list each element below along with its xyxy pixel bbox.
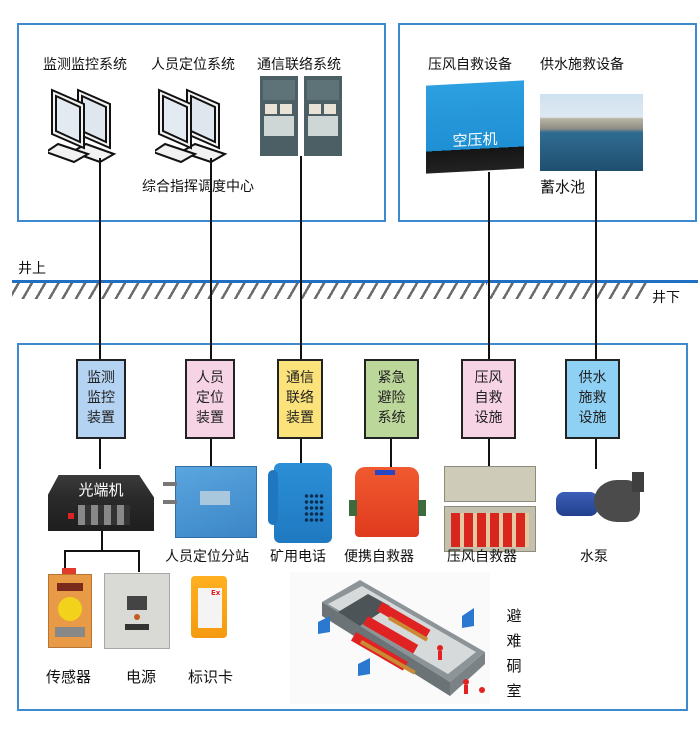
connector-positioning bbox=[210, 158, 212, 362]
cable-icon bbox=[163, 500, 177, 504]
connector-communication bbox=[300, 156, 302, 362]
sub-device-label-id-card: 标识卡 bbox=[188, 668, 234, 686]
optical-terminal-image: 光端机 bbox=[48, 475, 154, 531]
optical-terminal-label: 光端机 bbox=[78, 481, 124, 499]
connector bbox=[390, 439, 392, 469]
water-pump-image bbox=[548, 470, 648, 528]
system-label-monitoring: 监测监控系统 bbox=[43, 57, 127, 73]
equipment-title-water: 供水施救设备 bbox=[540, 57, 624, 73]
ground-hatching-right bbox=[486, 283, 648, 299]
connector bbox=[101, 531, 103, 551]
device-label-portable-rescuer: 便携自救器 bbox=[344, 549, 414, 565]
equipment-title-air: 压风自救设备 bbox=[428, 57, 512, 73]
ground-surface-line bbox=[12, 280, 698, 283]
positioning-substation-image bbox=[175, 466, 257, 538]
system-box-water-rescue: 供水 施救 设施 bbox=[565, 359, 620, 439]
reservoir-label: 蓄水池 bbox=[540, 178, 586, 196]
substation-plate bbox=[200, 491, 230, 505]
ground-hatching bbox=[12, 283, 486, 299]
connector bbox=[64, 550, 140, 552]
reservoir-image bbox=[540, 94, 643, 171]
server-rack-icon bbox=[260, 76, 342, 156]
id-card-image: Ex bbox=[191, 576, 227, 638]
refuge-chamber-label: 避 难 硐 室 bbox=[506, 607, 522, 700]
device-label-air-rescuer: 压风自救器 bbox=[447, 549, 517, 565]
sensor-image bbox=[48, 574, 92, 648]
sub-device-label-power: 电源 bbox=[126, 668, 157, 686]
system-box-communication: 通信 联络 装置 bbox=[277, 359, 323, 439]
air-compressor-label: 空压机 bbox=[452, 129, 498, 151]
connector-air bbox=[488, 172, 490, 362]
power-supply-image bbox=[104, 573, 170, 649]
system-box-emergency: 紧急 避险 系统 bbox=[364, 359, 419, 439]
device-label-pump: 水泵 bbox=[580, 549, 608, 565]
device-label-substation: 人员定位分站 bbox=[165, 549, 249, 565]
rescuer-strap bbox=[349, 500, 357, 516]
connector bbox=[488, 439, 490, 469]
keypad bbox=[304, 493, 324, 523]
connector bbox=[99, 439, 101, 469]
connector bbox=[138, 550, 140, 572]
sensor-top-button bbox=[62, 568, 76, 574]
system-label-communication: 通信联络系统 bbox=[257, 57, 341, 73]
indicator-light bbox=[68, 513, 74, 519]
system-box-monitoring: 监测 监控 装置 bbox=[76, 359, 126, 439]
above-ground-label: 井上 bbox=[18, 261, 46, 277]
connector bbox=[210, 439, 212, 469]
mining-phone-image bbox=[274, 463, 332, 543]
portable-self-rescuer-image bbox=[355, 467, 419, 537]
connector bbox=[64, 550, 66, 570]
port-array bbox=[78, 505, 130, 525]
system-label-positioning: 人员定位系统 bbox=[151, 57, 235, 73]
command-center-label: 综合指挥调度中心 bbox=[142, 179, 254, 195]
monitor-pair-icon bbox=[48, 88, 117, 164]
system-box-air-rescue: 压风 自救 设施 bbox=[461, 359, 516, 439]
connector-monitoring bbox=[99, 158, 101, 362]
rescuer-cap bbox=[375, 470, 395, 475]
system-box-positioning: 人员 定位 装置 bbox=[185, 359, 235, 439]
refuge-chamber-image bbox=[290, 572, 490, 704]
sub-device-label-sensor: 传感器 bbox=[46, 668, 92, 686]
cable-icon bbox=[163, 482, 177, 486]
connector bbox=[595, 439, 597, 469]
connector-water bbox=[595, 170, 597, 362]
device-label-phone: 矿用电话 bbox=[270, 549, 326, 565]
refuge-chamber-diagram bbox=[318, 580, 485, 696]
rescuer-strap bbox=[418, 500, 426, 516]
air-self-rescuer-image bbox=[444, 466, 536, 552]
below-ground-label: 井下 bbox=[652, 290, 680, 306]
phone-handset bbox=[268, 470, 278, 525]
air-compressor-image: 空压机 bbox=[426, 80, 524, 174]
monitor-pair-icon bbox=[155, 88, 228, 164]
connector bbox=[300, 439, 302, 469]
